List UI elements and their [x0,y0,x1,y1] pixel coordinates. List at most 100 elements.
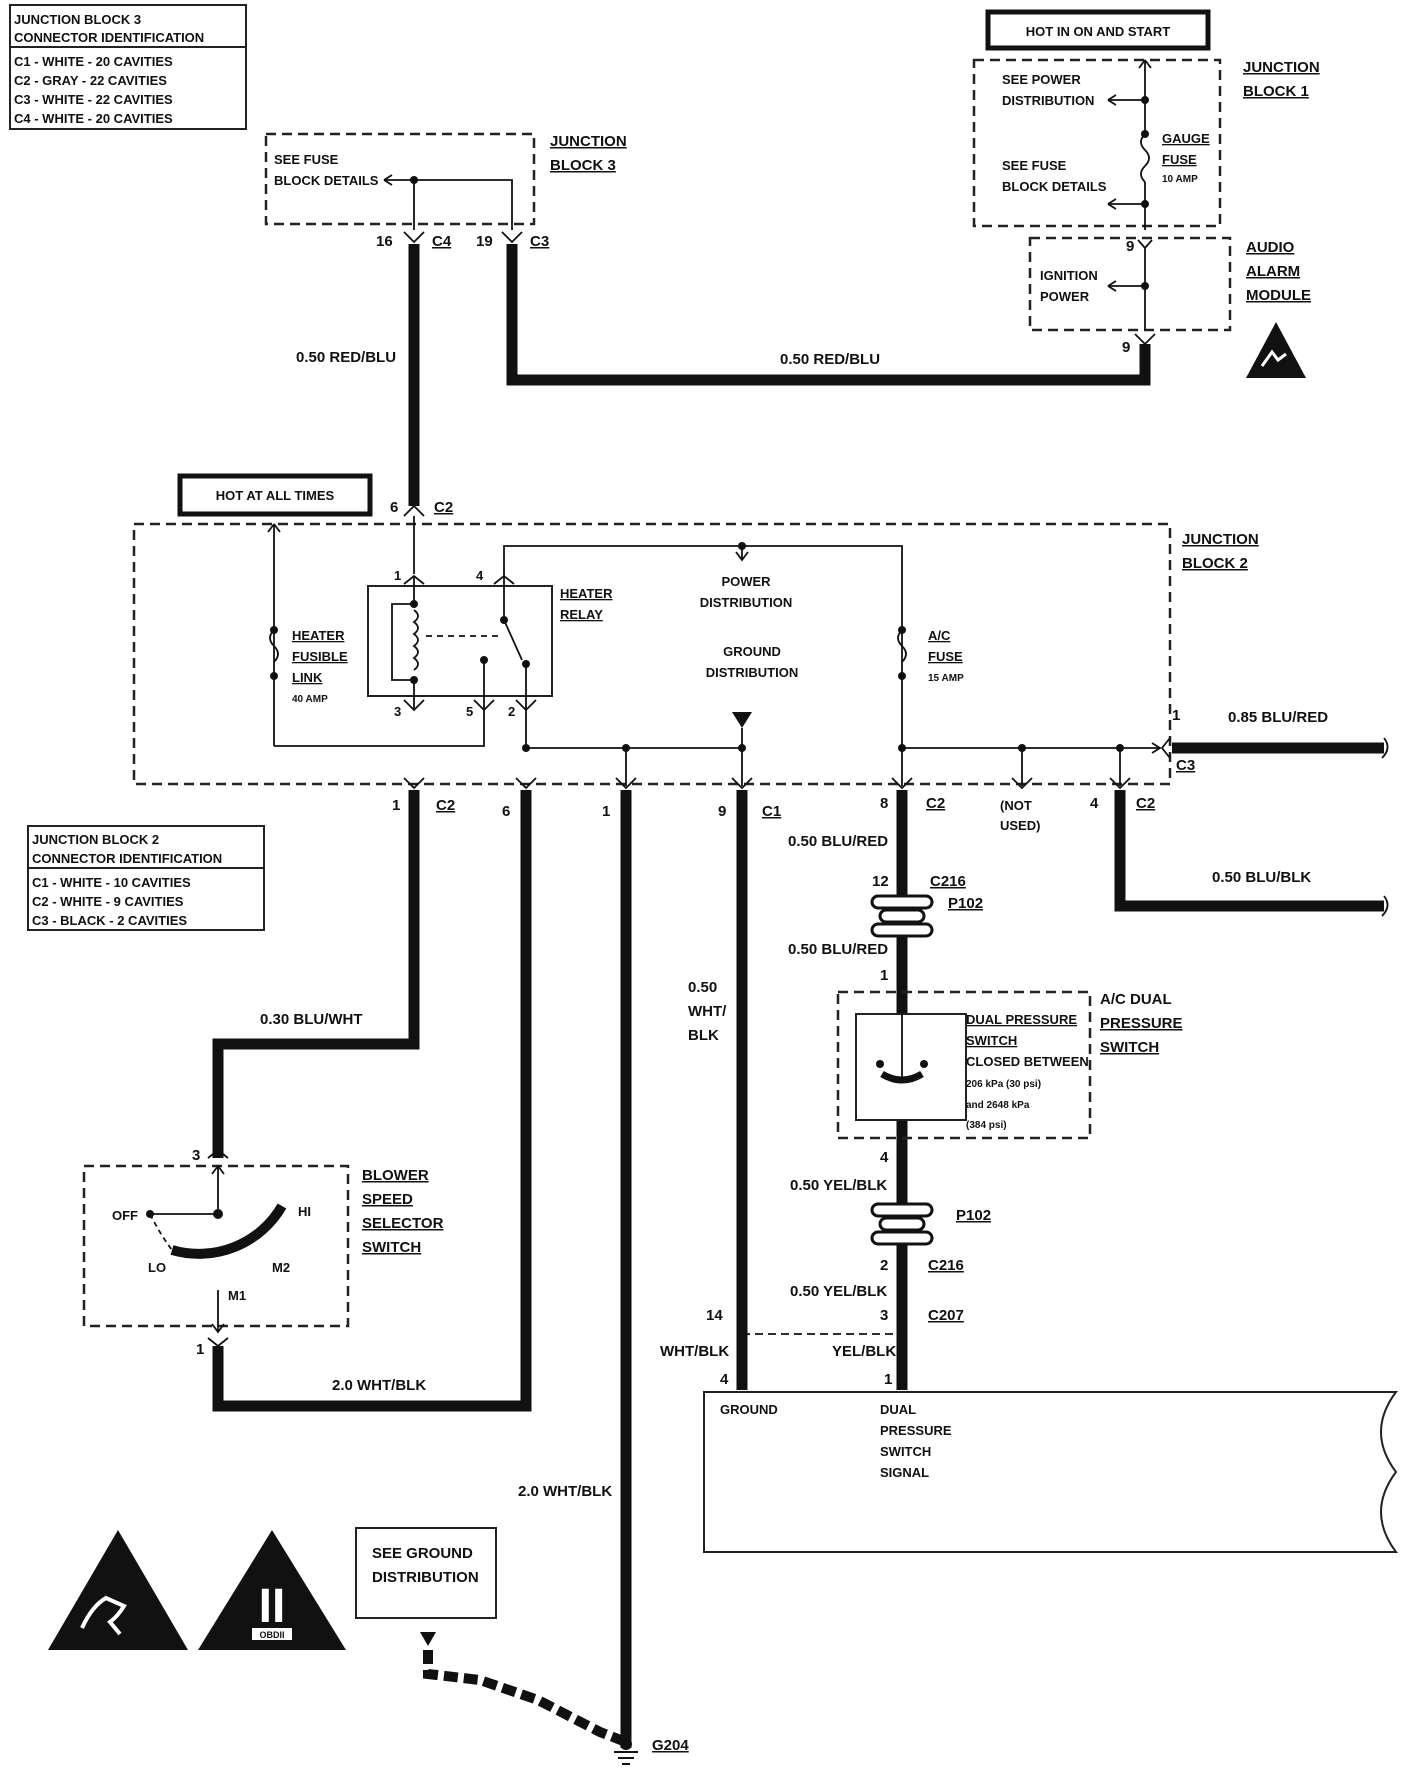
gauge-fuse-label: FUSE [1162,152,1197,167]
pin-number: 9 [718,803,726,820]
dual-pressure-spec: CLOSED BETWEEN [966,1054,1089,1069]
hot-at-all-times-label: HOT AT ALL TIMES [216,488,335,503]
wire-label: YEL/BLK [832,1343,896,1360]
wire-red-blu-jb3-to-jb2: 0.50 RED/BLU [296,244,420,506]
wire-wht-blk-ground: 2.0 WHT/BLK [518,790,632,1748]
audio-name-line3: MODULE [1246,287,1311,304]
jb2-id-row: C2 - WHITE - 9 CAVITIES [32,894,184,909]
jb3-id-row: C3 - WHITE - 22 CAVITIES [14,92,173,107]
ac-fuse-rating: 15 AMP [928,673,964,684]
ecm-signal-label: DUAL [880,1402,916,1417]
pin-number: 4 [720,1371,729,1388]
ac-switch-label: A/C DUAL [1100,991,1172,1008]
connector-label: C216 [930,873,966,890]
switch-position-m1: M1 [228,1288,246,1303]
ground-symbol [732,712,752,728]
blower-speed-selector-switch: 3 OFF HI LO M1 M2 BLOWER SPEED SELECTOR … [82,1147,444,1358]
esd-warning-icon [48,1530,188,1650]
jb1-distribution: DISTRIBUTION [1002,93,1094,108]
ground-g204: SEE GROUND DISTRIBUTION G204 [355,1527,689,1765]
pin-number: 6 [390,499,398,516]
connector-label: P102 [956,1207,991,1224]
gauge-fuse-label: GAUGE [1162,131,1210,146]
ac-switch-label: PRESSURE [1100,1015,1183,1032]
jb2-name-line1: JUNCTION [1182,531,1259,548]
esd-warning-icon [1246,322,1306,378]
pin-number: 19 [476,233,493,250]
connector-label: C2 [926,795,945,812]
pin-number: 8 [880,795,888,812]
pin-number: 16 [376,233,393,250]
wire-red-blu-jb3-to-audio: 0.50 RED/BLU [506,244,1151,386]
connector-label: C2 [436,797,455,814]
hot-in-on-and-start-label: HOT IN ON AND START [1026,24,1170,39]
heater-fusible-link-label: HEATER [292,628,345,643]
wire-label: 2.0 WHT/BLK [332,1377,426,1394]
pin-number: 9 [1126,238,1134,255]
junction-block-2: HOT AT ALL TIMES 6 C2 JUNCTION BLOCK 2 H… [132,473,1259,833]
wire-label: 0.50 RED/BLU [296,349,396,366]
wire-label: 0.50 YEL/BLK [790,1283,887,1300]
ecm-ground-label: GROUND [720,1402,778,1417]
ac-fuse-label: A/C [928,628,951,643]
jb2-name-line2: BLOCK 2 [1182,555,1248,572]
audio-alarm-module: 9 IGNITION POWER AUDIO ALARM MODULE 9 [1028,236,1311,378]
wire-label: 0.85 BLU/RED [1228,709,1328,726]
dual-pressure-label: DUAL PRESSURE [966,1012,1077,1027]
wire-label: 2.0 WHT/BLK [518,1483,612,1500]
wire-label: WHT/ [688,1003,727,1020]
jb1-block-details: BLOCK DETAILS [1002,179,1107,194]
switch-position-hi: HI [298,1204,311,1219]
pin-number: 1 [880,967,888,984]
not-used-label: USED) [1000,818,1040,833]
heater-fusible-link-rating: 40 AMP [292,694,328,705]
wire-wht-blk-ecm-ground: 0.50 WHT/ BLK 14 WHT/BLK 4 [660,790,902,1390]
connector-label: C216 [928,1257,964,1274]
connector-label: C2 [1136,795,1155,812]
pin-number: 1 [1172,707,1180,724]
not-used-label: (NOT [1000,798,1032,813]
jb2-id-title1: JUNCTION BLOCK 2 [32,832,159,847]
wire-label: 0.50 [688,979,717,996]
ground-id-label: G204 [652,1737,689,1754]
heater-relay-label: HEATER [560,586,613,601]
pin-number: 9 [1122,339,1130,356]
audio-name-line1: AUDIO [1246,239,1295,256]
wire-label: WHT/BLK [660,1343,729,1360]
blower-switch-label: SELECTOR [362,1215,444,1232]
obd-ii-mark: II [259,1580,286,1633]
pin-number: 4 [1090,795,1099,812]
blower-switch-label: SPEED [362,1191,413,1208]
blower-switch-label: BLOWER [362,1167,429,1184]
pin-number: 3 [192,1147,200,1164]
wire-blu-blk: 0.50 BLU/BLK [1114,790,1389,917]
ground-distribution-label: DISTRIBUTION [706,665,798,680]
ground-distribution-label: GROUND [723,644,781,659]
jb2-id-title2: CONNECTOR IDENTIFICATION [32,851,222,866]
ac-switch-label: SWITCH [1100,1039,1159,1056]
connector-label: C1 [762,803,781,820]
ecm-signal-label: SIGNAL [880,1465,929,1480]
jb1-see-power: SEE POWER [1002,72,1081,87]
ac-fuse-label: FUSE [928,649,963,664]
wire-wht-blk-blower: 2.0 WHT/BLK [212,790,532,1412]
connector-label: C2 [434,499,453,516]
relay-pin: 4 [476,568,484,583]
jb2-id-row: C1 - WHITE - 10 CAVITIES [32,875,191,890]
jb1-name-line1: JUNCTION [1243,59,1320,76]
pin-number: 1 [392,797,400,814]
jb2-connector-id-table: JUNCTION BLOCK 2 CONNECTOR IDENTIFICATIO… [27,825,265,931]
pin-number: 12 [872,873,889,890]
heater-relay-label: RELAY [560,607,603,622]
pin-number: 6 [502,803,510,820]
power-distribution-label: DISTRIBUTION [700,595,792,610]
jb1-see-fuse: SEE FUSE [1002,158,1067,173]
wire-blu-red-c3: 0.85 BLU/RED [1172,709,1389,759]
pin-number: 1 [884,1371,892,1388]
connector-label: P102 [948,895,983,912]
pin-number: 1 [602,803,610,820]
jb3-see-fuse: SEE FUSE [274,152,339,167]
audio-name-line2: ALARM [1246,263,1300,280]
connector-label: C207 [928,1307,964,1324]
pin-number: 3 [880,1307,888,1324]
